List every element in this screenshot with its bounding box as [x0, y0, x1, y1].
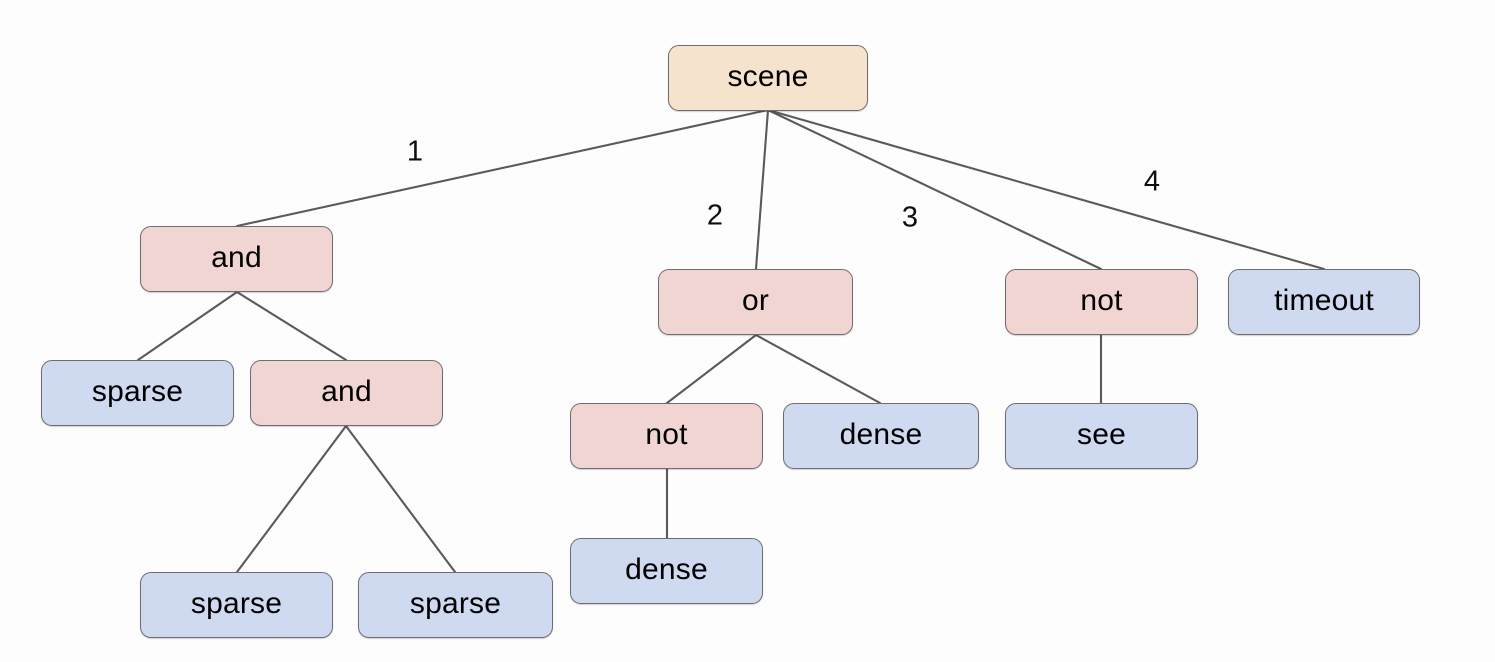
node-and1[interactable]: and — [140, 226, 333, 292]
node-sparse3[interactable]: sparse — [358, 572, 553, 638]
node-label-see1: see — [1077, 418, 1126, 451]
node-timeout1[interactable]: timeout — [1228, 269, 1420, 335]
node-label-and2: and — [321, 375, 372, 408]
edge-label-2: 2 — [706, 199, 724, 232]
node-label-or1: or — [741, 284, 770, 317]
node-label-scene: scene — [727, 60, 809, 93]
node-or1[interactable]: or — [658, 269, 853, 335]
node-label-and1: and — [211, 241, 262, 274]
edge-and1-to-and2 — [235, 290, 348, 362]
node-not2[interactable]: not — [1005, 269, 1198, 335]
edge-and2-to-sparse2 — [235, 424, 348, 574]
node-label-dense2: dense — [625, 553, 708, 586]
node-dense2[interactable]: dense — [570, 538, 763, 604]
edge-scene-to-timeout1 — [766, 108, 1326, 271]
edge-and1-to-sparse1 — [136, 290, 239, 362]
node-label-sparse1: sparse — [91, 375, 184, 408]
node-label-dense1: dense — [839, 418, 923, 451]
node-not1[interactable]: not — [570, 403, 763, 469]
edge-label-1: 1 — [406, 135, 424, 168]
node-sparse2[interactable]: sparse — [140, 572, 333, 638]
node-label-sparse2: sparse — [190, 587, 283, 620]
node-label-timeout1: timeout — [1274, 284, 1374, 317]
node-sparse1[interactable]: sparse — [41, 360, 234, 426]
node-see1[interactable]: see — [1005, 403, 1198, 469]
edge-or1-to-not1 — [665, 333, 758, 405]
node-label-sparse3: sparse — [409, 587, 502, 620]
edge-label-4: 4 — [1143, 165, 1161, 198]
node-label-not2: not — [1080, 284, 1123, 317]
node-and2[interactable]: and — [250, 360, 443, 426]
node-dense1[interactable]: dense — [783, 403, 979, 469]
edge-or1-to-dense1 — [754, 333, 882, 405]
edge-and2-to-sparse3 — [344, 424, 457, 574]
node-scene[interactable]: scene — [668, 45, 868, 111]
edge-scene-to-or1 — [754, 108, 770, 271]
edge-scene-to-and1 — [235, 108, 770, 228]
edge-label-3: 3 — [901, 201, 919, 234]
node-label-not1: not — [645, 418, 688, 451]
edge-scene-to-not2 — [766, 108, 1103, 271]
